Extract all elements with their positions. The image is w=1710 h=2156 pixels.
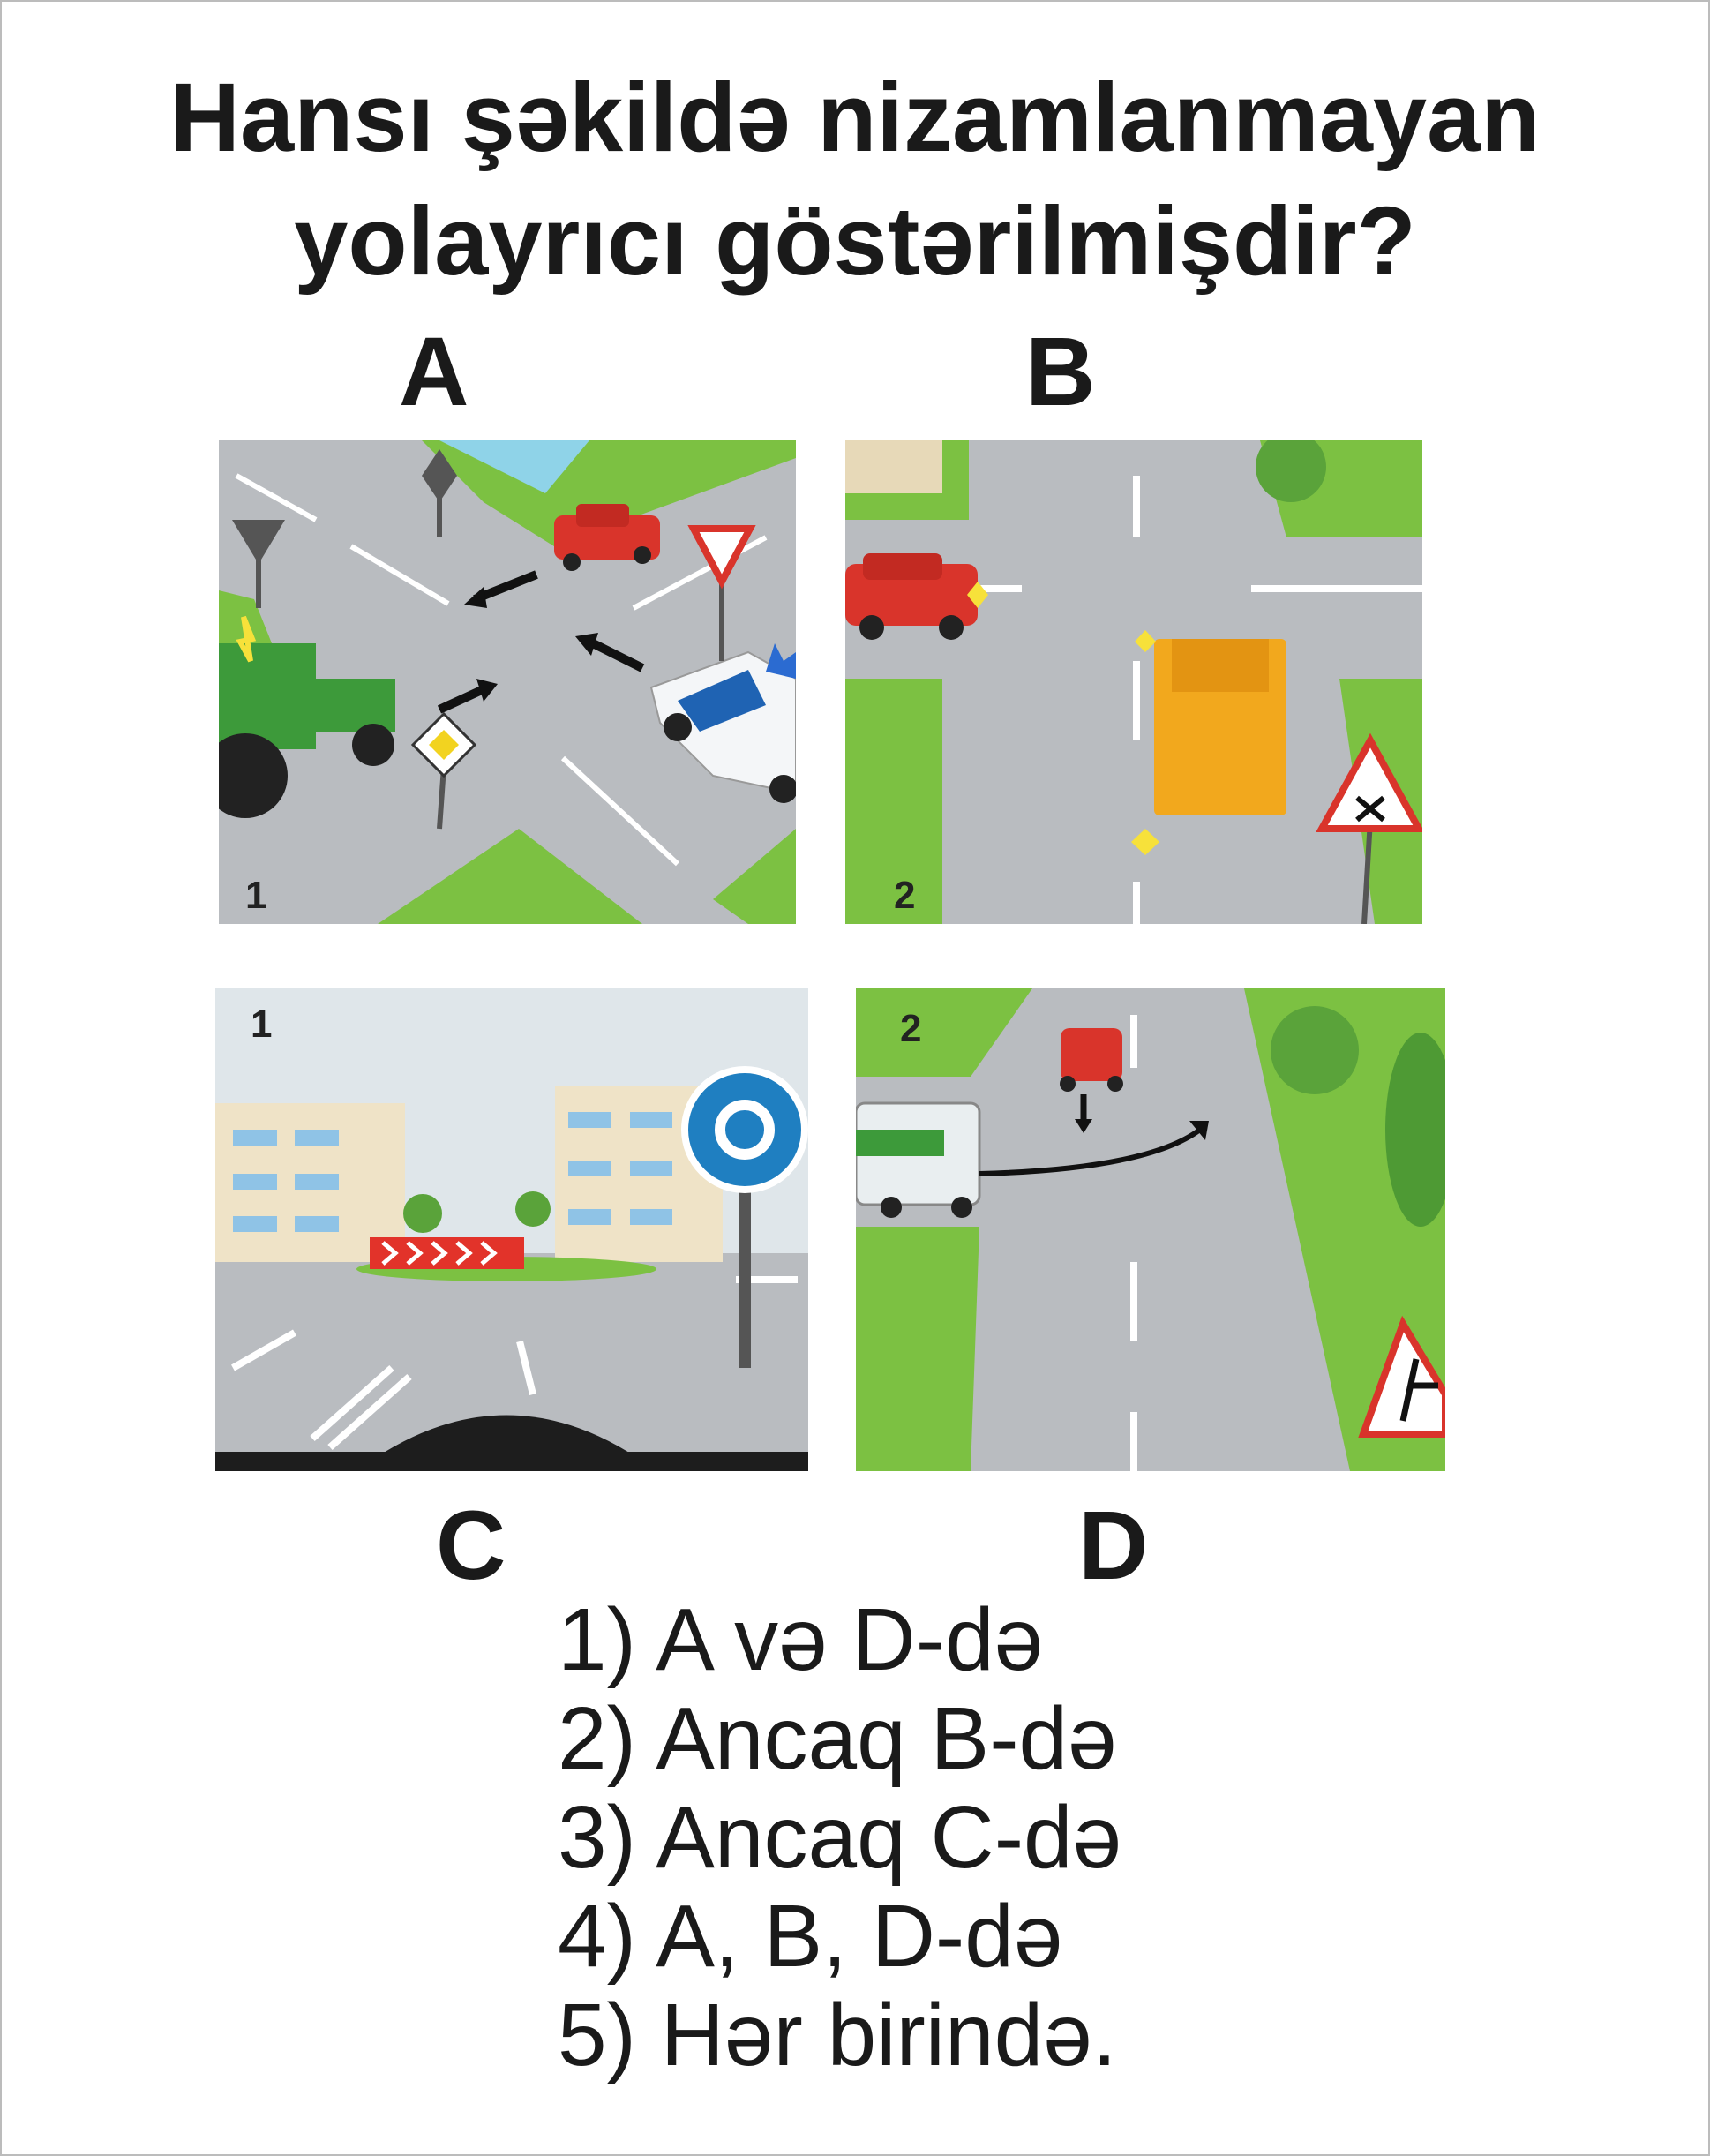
roundabout-sign (681, 1066, 808, 1368)
direction-arrow (437, 685, 486, 714)
panel-label-c: C (436, 1491, 506, 1600)
dashboard (215, 1452, 808, 1471)
tree (515, 1191, 551, 1227)
chevron-board (370, 1237, 524, 1269)
panel-label-a: A (399, 318, 469, 426)
panel-d-image[interactable]: 2 (856, 988, 1445, 1471)
panel-a-image[interactable]: 1 (219, 440, 796, 924)
grass-area (845, 679, 942, 924)
orange-truck (1131, 630, 1286, 855)
tree (403, 1194, 442, 1233)
direction-arrow (473, 570, 538, 604)
turn-arrow (979, 1127, 1202, 1176)
answer-text: A və D-də (656, 1590, 1044, 1689)
lane-marking (310, 1365, 394, 1441)
yield-sign (687, 525, 756, 661)
panel-d-scene: 2 (856, 988, 1445, 1471)
answer-list: 1) A və D-də 2) Ancaq B-də 3) Ancaq C-də… (558, 1590, 1352, 2085)
lane-marking (560, 755, 680, 867)
panel-b-image[interactable]: 2 (845, 440, 1422, 924)
grass-area (307, 440, 796, 546)
panel-label-b: B (1025, 318, 1096, 426)
grass-area (856, 1227, 979, 1471)
panel-a-number: 1 (245, 874, 266, 917)
arrow-head (575, 633, 598, 656)
question-title: Hansı şəkildə nizamlanmayan yolayrıcı gö… (2, 56, 1708, 304)
lane-marking (632, 535, 768, 611)
building (845, 440, 942, 493)
arrow-head (464, 587, 487, 608)
panel-c-image[interactable]: 1 (215, 988, 808, 1471)
lane-marking (516, 1341, 536, 1395)
answer-option-2[interactable]: 2) Ancaq B-də (558, 1689, 1352, 1788)
answer-number: 2) (558, 1689, 636, 1788)
tree (1385, 1033, 1445, 1227)
priority-road-sign (422, 449, 457, 537)
red-car (1060, 1028, 1123, 1133)
answer-text: Ancaq C-də (656, 1788, 1122, 1887)
question-line-2: yolayrıcı göstərilmişdir? (294, 187, 1416, 296)
lane-marking (327, 1374, 412, 1450)
answer-number: 1) (558, 1590, 636, 1689)
panel-a-scene: 1 (219, 440, 796, 924)
answer-number: 3) (558, 1788, 636, 1887)
green-tractor (219, 615, 395, 818)
panel-label-d: D (1078, 1491, 1149, 1600)
arrow-head (1189, 1121, 1209, 1140)
answer-number: 4) (558, 1887, 636, 1986)
grass-area (713, 829, 796, 924)
direction-arrow (587, 637, 645, 672)
intersection-warning-sign (1316, 732, 1422, 924)
tree (1256, 440, 1326, 502)
yield-sign-left (232, 520, 285, 608)
grass-area (378, 829, 642, 924)
lane-marking (231, 1329, 296, 1371)
police-car (649, 643, 796, 803)
main-road-sign (410, 711, 477, 830)
answer-text: Hər birində. (660, 1986, 1117, 2085)
red-car (554, 504, 660, 571)
side-road-warning-sign (1358, 1315, 1445, 1438)
panel-c-scene: 1 (215, 988, 808, 1471)
panel-b-number: 2 (894, 874, 915, 917)
tree (1271, 1006, 1359, 1094)
grass-area (856, 988, 1032, 1077)
answer-option-1[interactable]: 1) A və D-də (558, 1590, 1352, 1689)
answer-option-5[interactable]: 5) Hər birində. (558, 1986, 1352, 2085)
question-line-1: Hansı şəkildə nizamlanmayan (169, 64, 1541, 172)
answer-number: 5) (558, 1986, 636, 2085)
red-car (845, 553, 988, 640)
arrow-head (476, 679, 498, 702)
lane-marking (349, 544, 450, 606)
answer-option-3[interactable]: 3) Ancaq C-də (558, 1788, 1352, 1887)
green-bus (856, 1101, 981, 1218)
answer-option-4[interactable]: 4) A, B, D-də (558, 1887, 1352, 1986)
lane-marking (235, 473, 318, 522)
water-area (439, 440, 589, 493)
panel-d-number: 2 (900, 1007, 921, 1050)
panel-c-number: 1 (251, 1003, 272, 1046)
answer-text: Ancaq B-də (656, 1689, 1117, 1788)
panel-b-scene: 2 (845, 440, 1422, 924)
building-left (215, 1103, 405, 1262)
answer-text: A, B, D-də (656, 1887, 1063, 1986)
